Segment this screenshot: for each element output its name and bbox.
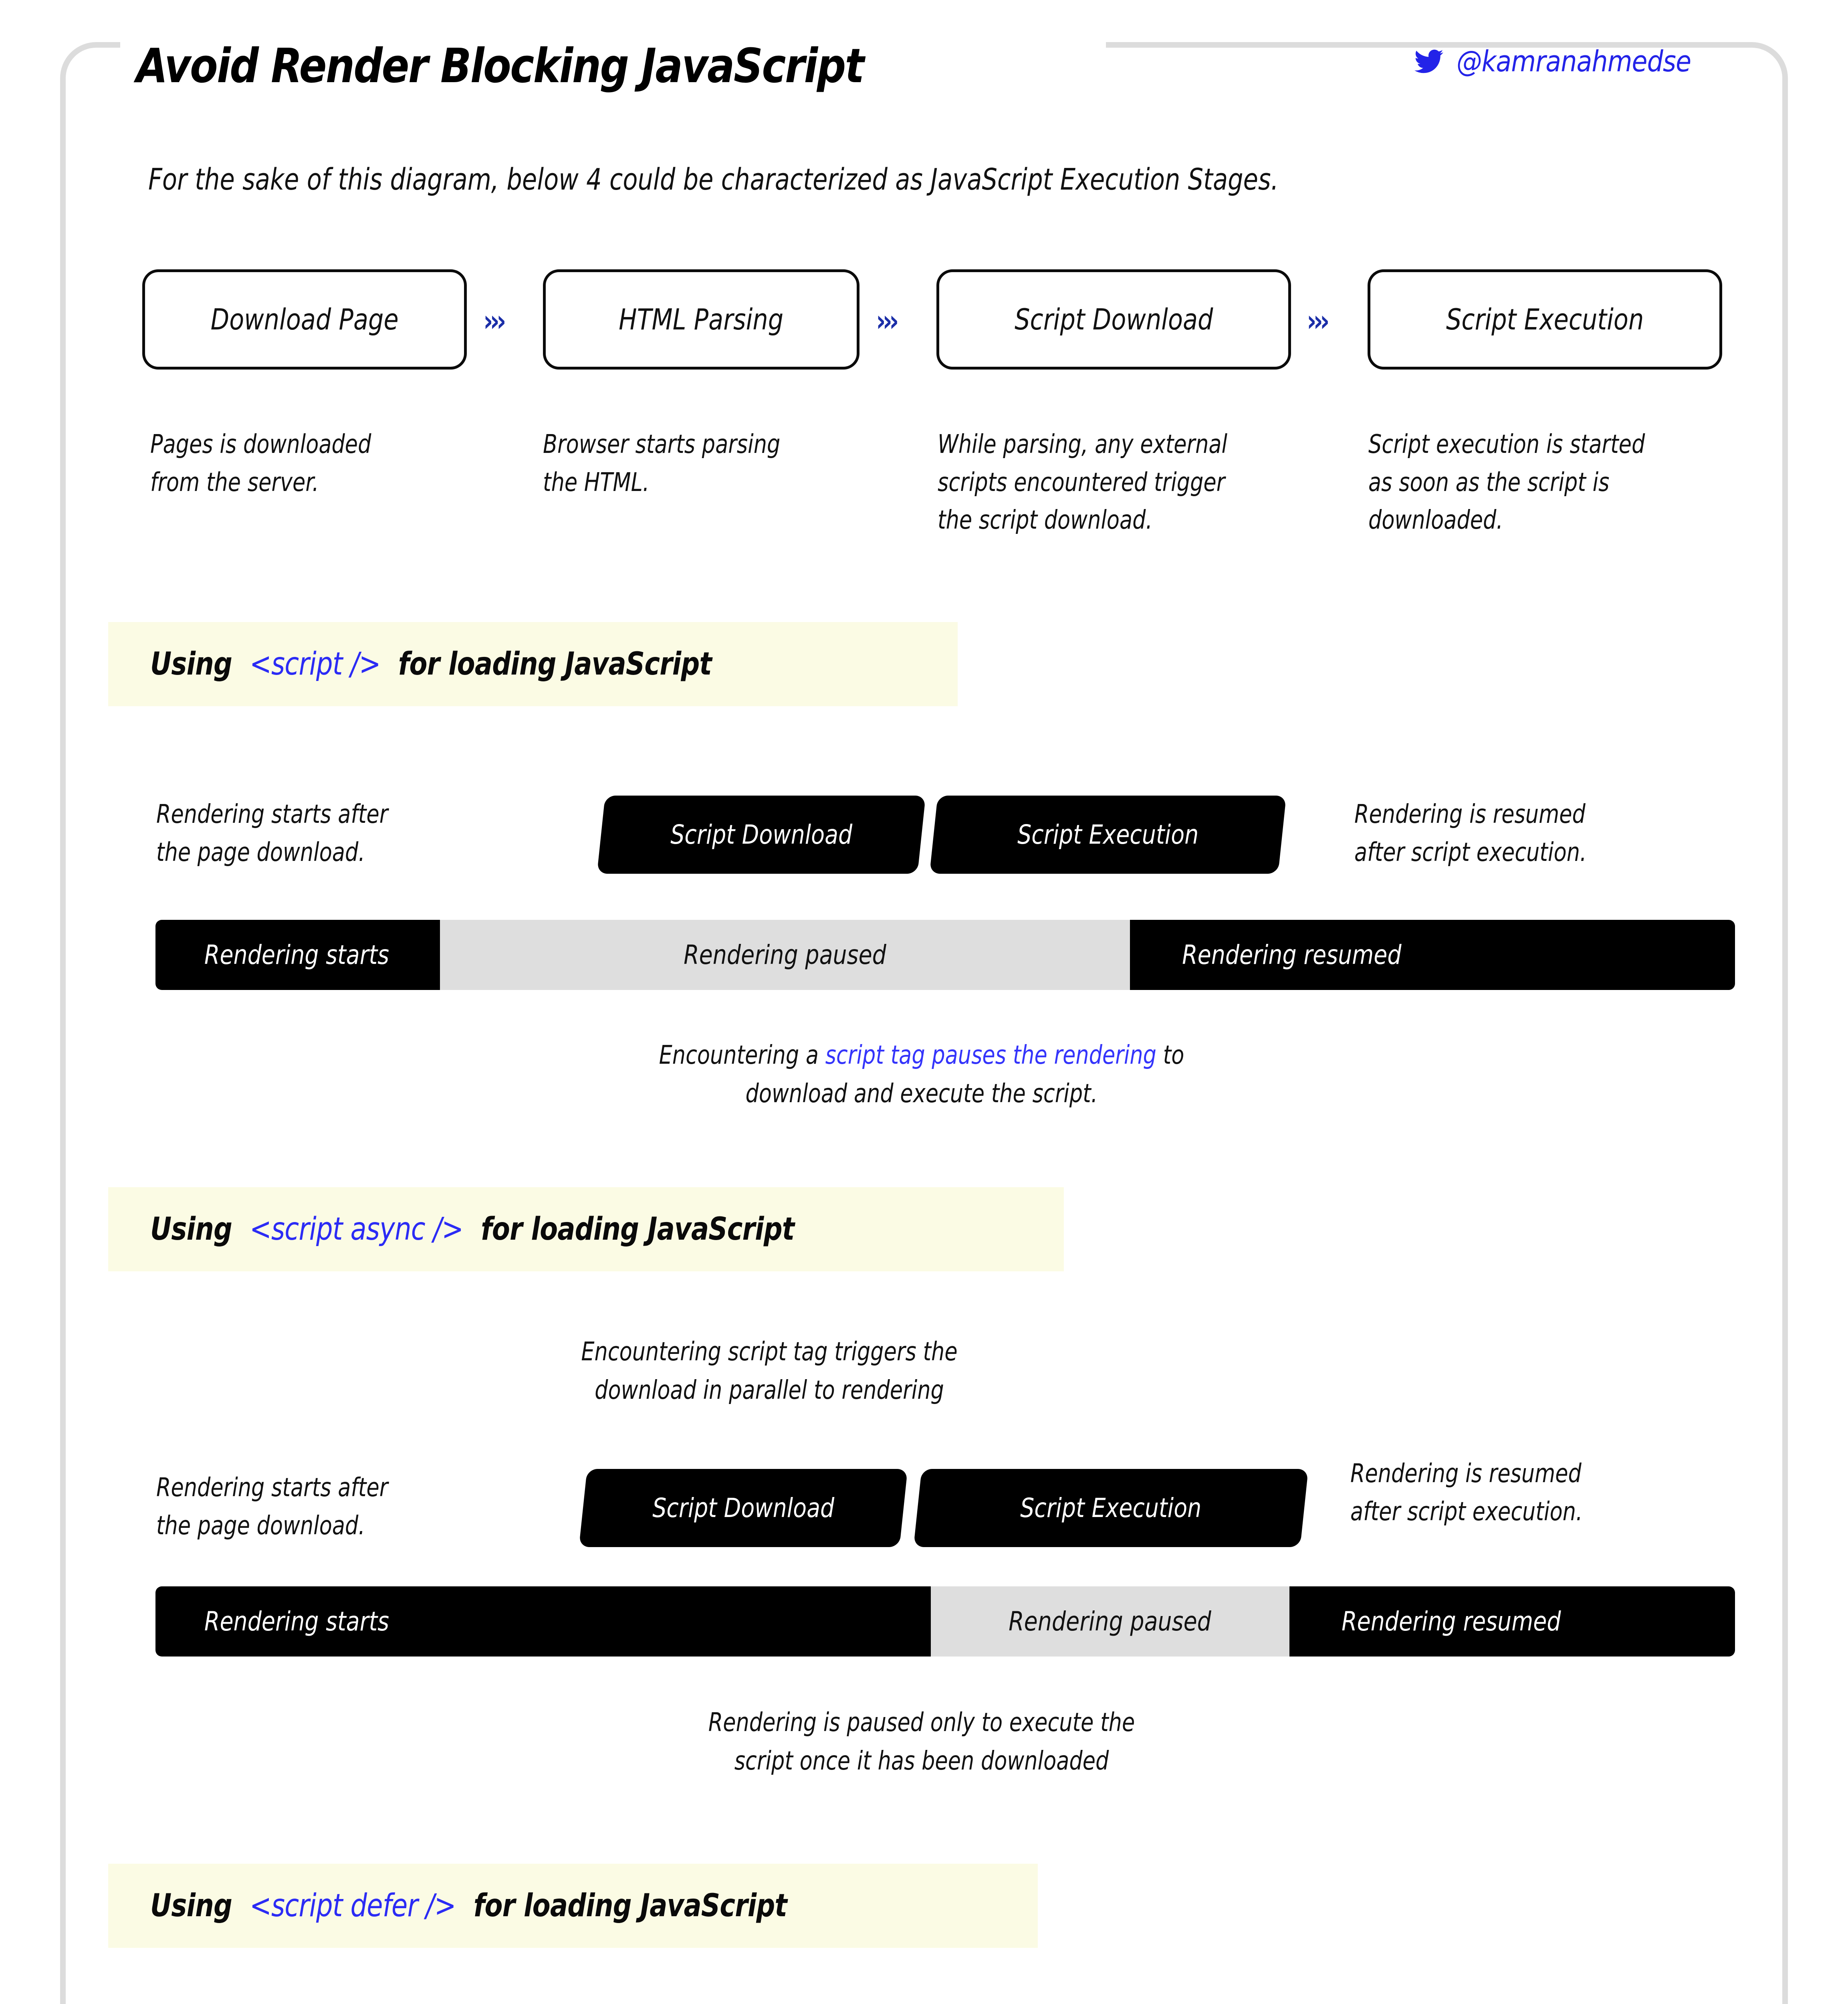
desc-line: scripts encountered trigger	[938, 467, 1225, 497]
caption-line: download and execute the script.	[745, 1079, 1098, 1109]
caption-line: download in parallel to rendering	[595, 1376, 944, 1405]
desc-line: as soon as the script is	[1368, 467, 1610, 497]
timeline-segment-rendering-starts: Rendering starts	[155, 920, 440, 990]
band-text: Using <script async /> for loading JavaS…	[150, 1211, 795, 1247]
timeline-segment-rendering-resumed: Rendering resumed	[1130, 920, 1735, 990]
chevron-separator-3: ›››	[1307, 304, 1330, 338]
stage-label: Script Download	[1014, 303, 1213, 336]
band-suffix: for loading JavaScript	[481, 1211, 795, 1247]
script-bar-download: Script Download	[597, 796, 926, 874]
band-tag: <script />	[249, 646, 381, 682]
desc-line: Browser starts parsing	[543, 430, 781, 459]
desc-line: While parsing, any external	[938, 430, 1228, 459]
note-line: the page download.	[156, 1511, 365, 1541]
async-timeline: Rendering starts Rendering paused Render…	[155, 1586, 1735, 1657]
desc-line: from the server.	[150, 467, 319, 497]
chevron-separator-1: ›››	[483, 304, 506, 338]
desc-line: Pages is downloaded	[150, 430, 371, 459]
section-band-defer: Using <script defer /> for loading JavaS…	[108, 1864, 1038, 1948]
twitter-credit[interactable]: @kamranahmedse	[1412, 44, 1723, 78]
intro-text: For the sake of this diagram, below 4 co…	[148, 162, 1279, 197]
stages-row: Download Page ››› HTML Parsing ››› Scrip…	[142, 269, 1722, 370]
bar-label: Script Execution	[1017, 819, 1199, 850]
segment-label: Rendering paused	[684, 939, 886, 970]
desc-line: the script download.	[938, 505, 1153, 535]
async-right-note: Rendering is resumed after script execut…	[1350, 1455, 1583, 1531]
script-bar-execution: Script Execution	[929, 796, 1287, 874]
section-band-async: Using <script async /> for loading JavaS…	[108, 1187, 1064, 1271]
note-line: Rendering is resumed	[1354, 800, 1586, 829]
script-timeline: Rendering starts Rendering paused Render…	[155, 920, 1735, 990]
async-top-caption: Encountering script tag triggers the dow…	[429, 1333, 1110, 1410]
twitter-handle[interactable]: @kamranahmedse	[1456, 44, 1691, 78]
band-tag: <script async />	[249, 1211, 464, 1247]
bar-label: Script Download	[670, 819, 852, 850]
band-suffix: for loading JavaScript	[473, 1888, 787, 1924]
note-line: after script execution.	[1354, 837, 1587, 867]
stage-label: Download Page	[210, 303, 399, 336]
band-prefix: Using	[150, 1211, 232, 1247]
timeline-segment-rendering-resumed: Rendering resumed	[1289, 1586, 1735, 1657]
title-border-gap	[120, 24, 1106, 72]
caption-part: Encountering a	[659, 1040, 825, 1070]
segment-label: Rendering resumed	[1182, 939, 1402, 970]
band-text: Using <script defer /> for loading JavaS…	[150, 1888, 787, 1924]
stage-desc-download-page: Pages is downloaded from the server.	[150, 426, 371, 501]
note-line: after script execution.	[1350, 1497, 1583, 1527]
desc-line: the HTML.	[543, 467, 650, 497]
caption-highlight: script tag pauses the rendering	[825, 1040, 1156, 1070]
timeline-segment-rendering-starts: Rendering starts	[155, 1586, 931, 1657]
stage-desc-script-download: While parsing, any external scripts enco…	[938, 426, 1227, 539]
timeline-segment-rendering-paused: Rendering paused	[931, 1586, 1289, 1657]
note-line: Rendering is resumed	[1350, 1459, 1582, 1489]
bar-label: Script Download	[652, 1493, 834, 1523]
header: Avoid Render Blocking JavaScript @kamran…	[136, 38, 1723, 98]
caption-line: Encountering a script tag pauses the ren…	[560, 1036, 1283, 1075]
stage-label: Script Execution	[1446, 303, 1644, 336]
timeline-segment-rendering-paused: Rendering paused	[440, 920, 1130, 990]
async-bar-execution: Script Execution	[913, 1469, 1309, 1547]
async-left-note: Rendering starts after the page download…	[156, 1469, 388, 1545]
script-right-note: Rendering is resumed after script execut…	[1354, 796, 1587, 871]
stage-box-script-execution[interactable]: Script Execution	[1368, 269, 1722, 370]
band-suffix: for loading JavaScript	[398, 646, 712, 682]
band-tag: <script defer />	[249, 1888, 456, 1924]
stage-box-download-page[interactable]: Download Page	[142, 269, 467, 370]
caption-line: Encountering script tag triggers the	[581, 1337, 958, 1367]
note-line: Rendering starts after	[156, 1473, 388, 1503]
stage-desc-html-parsing: Browser starts parsing the HTML.	[543, 426, 780, 501]
twitter-bird-icon	[1414, 49, 1443, 73]
caption-line: Rendering is paused only to execute the	[708, 1708, 1135, 1737]
stage-box-script-download[interactable]: Script Download	[936, 269, 1291, 370]
script-caption: Encountering a script tag pauses the ren…	[481, 1036, 1362, 1113]
caption-line: script once it has been downloaded	[734, 1746, 1109, 1776]
segment-label: Rendering starts	[204, 939, 389, 970]
desc-line: Script execution is started	[1368, 430, 1645, 459]
note-line: Rendering starts after	[156, 800, 388, 829]
band-prefix: Using	[150, 1888, 232, 1924]
stage-box-html-parsing[interactable]: HTML Parsing	[543, 269, 859, 370]
note-line: the page download.	[156, 837, 365, 867]
async-bar-download: Script Download	[579, 1469, 908, 1547]
stage-desc-script-execution: Script execution is started as soon as t…	[1368, 426, 1645, 539]
caption-part: to	[1156, 1040, 1184, 1070]
async-caption: Rendering is paused only to execute the …	[481, 1703, 1362, 1780]
segment-label: Rendering paused	[1009, 1606, 1212, 1637]
script-left-note: Rendering starts after the page download…	[156, 796, 388, 871]
band-text: Using <script /> for loading JavaScript	[150, 646, 712, 682]
stage-label: HTML Parsing	[619, 303, 784, 336]
page-title: Avoid Render Blocking JavaScript	[136, 38, 864, 93]
band-prefix: Using	[150, 646, 232, 682]
bar-label: Script Execution	[1020, 1493, 1202, 1523]
segment-label: Rendering resumed	[1342, 1606, 1561, 1637]
chevron-separator-2: ›››	[876, 304, 899, 338]
desc-line: downloaded.	[1368, 505, 1503, 535]
segment-label: Rendering starts	[204, 1606, 389, 1637]
section-band-script: Using <script /> for loading JavaScript	[108, 622, 958, 706]
